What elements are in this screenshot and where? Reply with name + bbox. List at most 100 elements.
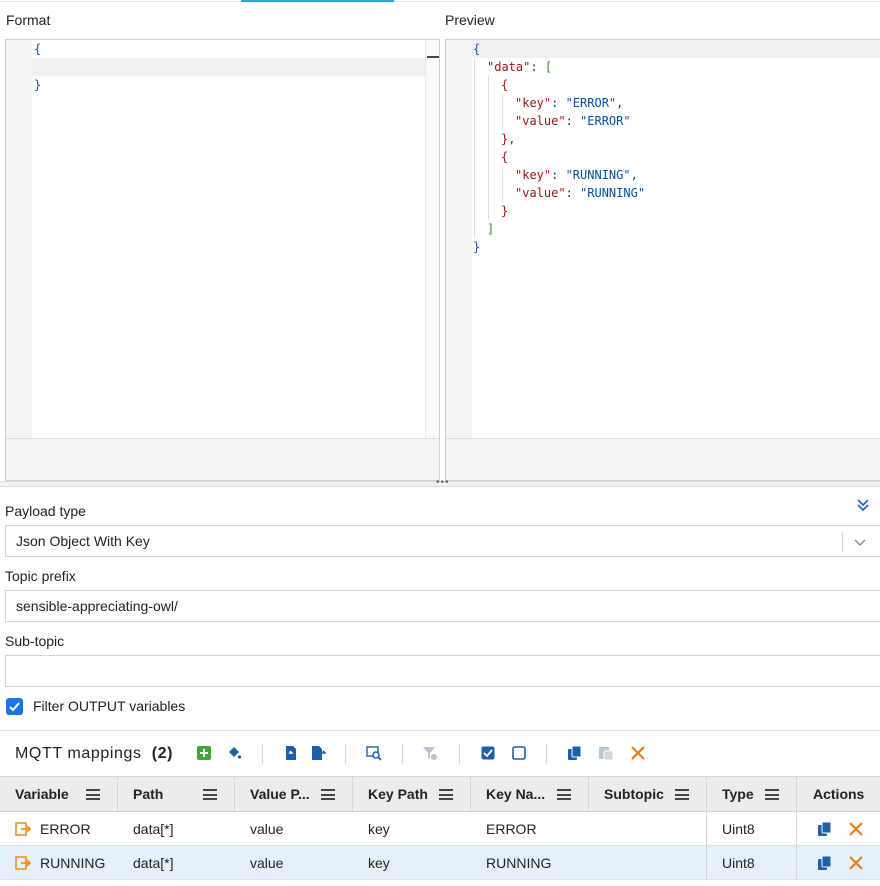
copy-row-icon[interactable]: [817, 855, 833, 871]
format-editor-gutter: [6, 40, 32, 438]
column-header-key-path[interactable]: Key Path: [353, 777, 471, 812]
format-pane-title: Format: [6, 12, 51, 28]
preview-line-6: },: [501, 132, 516, 146]
cell-key-path: key: [368, 855, 390, 871]
preview-line-8: "key": "RUNNING",: [515, 168, 638, 182]
column-menu-icon[interactable]: [675, 789, 689, 800]
payload-type-label: Payload type: [5, 503, 86, 519]
cell-subtopic: [589, 846, 707, 880]
indent-guide: [502, 94, 503, 130]
export-icon[interactable]: [310, 745, 326, 761]
format-line-3: }: [34, 78, 42, 92]
paste-icon[interactable]: [598, 745, 614, 761]
preview-editor: { "data": [ { "key": "ERROR", "value": "…: [445, 39, 880, 481]
output-variable-icon: [15, 822, 31, 836]
output-variable-icon: [15, 856, 31, 870]
format-line-1: {: [34, 42, 42, 56]
active-tab-indicator: [241, 0, 394, 2]
cell-path: data[*]: [133, 821, 174, 837]
cell-type: Uint8: [707, 812, 797, 846]
top-divider: [0, 1, 880, 2]
add-mapping-icon[interactable]: [196, 745, 212, 761]
toolbar-separator: [459, 744, 460, 764]
preview-editor-footer: [446, 438, 880, 480]
indent-guide: [474, 58, 475, 238]
column-menu-icon[interactable]: [86, 789, 100, 800]
copy-row-icon[interactable]: [817, 821, 833, 837]
indent-guide: [502, 166, 503, 202]
preview-line-4: "key": "ERROR",: [515, 96, 624, 110]
topic-prefix-input[interactable]: sensible-appreciating-owl/: [5, 590, 880, 622]
cell-subtopic: [589, 812, 707, 846]
column-menu-icon[interactable]: [203, 789, 217, 800]
preview-editor-gutter: [446, 40, 472, 438]
preview-line-12: }: [473, 240, 481, 254]
indent-guide: [488, 76, 489, 220]
import-icon[interactable]: [283, 745, 299, 761]
column-header-key-name[interactable]: Key Na...: [471, 777, 589, 812]
current-line-highlight: [32, 58, 425, 76]
mappings-count: (2): [151, 745, 174, 762]
preview-pane-title: Preview: [445, 12, 495, 28]
subtopic-label: Sub-topic: [5, 633, 65, 649]
preview-line-5: "value": "ERROR": [515, 114, 631, 128]
chevron-down-icon[interactable]: [853, 535, 867, 549]
payload-type-select[interactable]: Json Object With Key: [5, 525, 880, 557]
preview-line-3: {: [501, 78, 509, 92]
cell-type: Uint8: [707, 846, 797, 880]
toolbar-separator: [402, 744, 403, 764]
topic-prefix-label: Topic prefix: [5, 568, 76, 584]
preview-line-2: "data": [: [487, 60, 553, 74]
format-editor-footer: [6, 438, 439, 480]
toolbar-separator: [262, 744, 263, 764]
cell-variable: ERROR: [40, 821, 91, 837]
table-row[interactable]: RUNNING data[*] value key RUNNING Uint8: [0, 846, 880, 880]
subtopic-input[interactable]: [5, 655, 880, 687]
format-editor-scrollbar[interactable]: [425, 40, 439, 438]
table-row[interactable]: ERROR data[*] value key ERROR Uint8: [0, 812, 880, 846]
column-menu-icon[interactable]: [321, 789, 335, 800]
toolbar-separator: [345, 744, 346, 764]
column-menu-icon[interactable]: [765, 789, 779, 800]
deselect-all-icon[interactable]: [511, 745, 527, 761]
cell-key-name: RUNNING: [486, 855, 552, 871]
cell-key-path: key: [368, 821, 390, 837]
column-menu-icon[interactable]: [439, 789, 453, 800]
delete-row-icon[interactable]: [848, 855, 864, 871]
cell-variable: RUNNING: [40, 855, 106, 871]
column-header-path[interactable]: Path: [118, 777, 235, 812]
column-header-subtopic[interactable]: Subtopic: [589, 777, 707, 812]
clear-filter-icon[interactable]: [422, 745, 438, 761]
delete-row-icon[interactable]: [848, 821, 864, 837]
cell-value-path: value: [250, 855, 284, 871]
column-menu-icon[interactable]: [557, 789, 571, 800]
collapse-chevrons-icon[interactable]: [855, 497, 871, 513]
delete-icon[interactable]: [630, 745, 646, 761]
column-header-value-path[interactable]: Value P...: [235, 777, 353, 812]
filter-output-checkbox[interactable]: [6, 698, 23, 715]
column-header-variable[interactable]: Variable: [0, 777, 118, 812]
filter-output-label: Filter OUTPUT variables: [33, 698, 186, 714]
select-divider: [842, 532, 843, 552]
preview-line-9: "value": "RUNNING": [515, 186, 646, 200]
format-editor[interactable]: { }: [5, 39, 440, 481]
fill-bucket-icon[interactable]: [226, 745, 242, 761]
copy-icon[interactable]: [567, 745, 583, 761]
select-all-icon[interactable]: [480, 745, 496, 761]
preview-current-line: [472, 40, 880, 58]
preview-line-7: {: [501, 150, 509, 164]
grid-header: Variable Path Value P... Key Path Key Na…: [0, 776, 880, 812]
mappings-toolbar: MQTT mappings (2): [0, 730, 880, 776]
preview-line-1: {: [473, 42, 481, 56]
mappings-title: MQTT mappings (2): [15, 745, 174, 762]
cell-path: data[*]: [133, 855, 174, 871]
find-replace-icon[interactable]: [366, 745, 382, 761]
column-header-actions: Actions: [813, 786, 865, 802]
preview-line-11: ]: [487, 222, 495, 236]
cell-value-path: value: [250, 821, 284, 837]
pane-splitter[interactable]: •••: [0, 477, 880, 488]
column-header-type[interactable]: Type: [707, 777, 797, 812]
cell-key-name: ERROR: [486, 821, 537, 837]
preview-line-10: }: [501, 204, 509, 218]
toolbar-separator: [546, 744, 547, 764]
